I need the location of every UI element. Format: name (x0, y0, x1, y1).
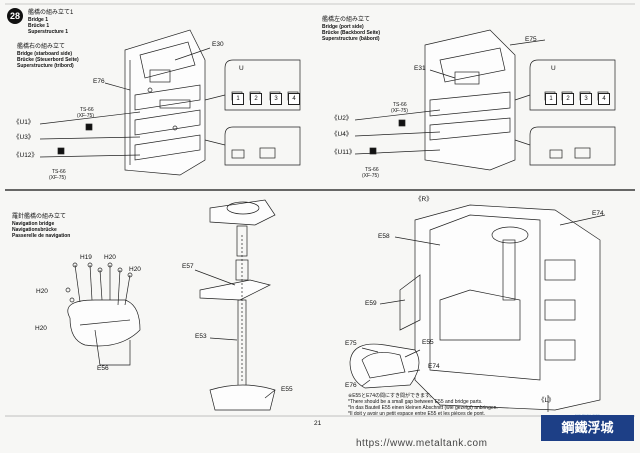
label-e55-inset: E55 (422, 339, 434, 346)
label-u-circle-b: U (551, 65, 556, 72)
label-xf75-b: (XF-75) (49, 175, 66, 181)
option-box-1b: 1 (545, 93, 557, 105)
label-l: 《L》 (538, 397, 555, 404)
label-u1: 《U1》 (13, 119, 35, 126)
nav-title-en: Navigation bridge (12, 221, 55, 227)
option-box-1a: 1 (232, 93, 244, 105)
nav-title-fr: Passerelle de navigation (12, 233, 71, 239)
port-title-jp: 艦橋左の組み立て (322, 17, 371, 23)
port-title-fr: Superstructure (bâbord) (322, 36, 380, 42)
option-box-2b: 2 (562, 93, 574, 105)
label-xf75-a: (XF-75) (77, 113, 94, 119)
label-u-circle-a: U (239, 65, 244, 72)
bridge-1-title-jp: 艦橋の組み立て1 (28, 10, 74, 16)
option-box-4a: 4 (288, 93, 300, 105)
label-h19: H19 (80, 254, 92, 261)
option-box-4b: 4 (598, 93, 610, 105)
label-e76-inset: E76 (345, 382, 357, 389)
label-e31: E31 (414, 65, 426, 72)
label-xf75-d: (XF-75) (362, 173, 379, 179)
bridge-1-title-de: Brücke 1 (28, 23, 50, 29)
note-line-jp: ※E55とE74の間にすき間ができます。 (348, 393, 435, 399)
label-h20-d: H20 (35, 325, 47, 332)
note-line-de: *In das Bauteil E55 einen kleinen Abschn… (348, 405, 498, 411)
label-u4: 《U4》 (331, 131, 353, 138)
starboard-title-jp: 艦橋右の組み立て (17, 44, 66, 50)
option-box-3a: 3 (270, 93, 282, 105)
label-e75-inset: E75 (345, 340, 357, 347)
nav-title-de: Navigationsbrücke (12, 227, 57, 233)
label-ts66-b: TS-66 (52, 169, 66, 175)
label-h20-a: H20 (104, 254, 116, 261)
mast-drawing (194, 199, 276, 411)
port-title-de: Brücke (Backbord Seite) (322, 30, 381, 36)
label-u11: 《U11》 (331, 149, 356, 156)
label-e76-top: E76 (93, 78, 105, 85)
note-line-en: *There should be a small gap between E55… (348, 399, 483, 405)
port-title-en: Bridge (port side) (322, 24, 364, 30)
label-u3: 《U3》 (13, 134, 35, 141)
option-box-2a: 2 (250, 93, 262, 105)
label-u12: 《U12》 (13, 152, 38, 159)
label-e30: E30 (212, 41, 224, 48)
label-xf75-c: (XF-75) (391, 108, 408, 114)
label-ts66-d: TS-66 (365, 167, 379, 173)
label-h20-b: H20 (129, 266, 141, 273)
site-logo: 鋼鐵浮城 (541, 415, 634, 441)
label-e75-top: E75 (525, 36, 537, 43)
label-h20-c: H20 (36, 288, 48, 295)
label-u2: 《U2》 (331, 115, 353, 122)
port-bridge-drawing (354, 29, 616, 171)
label-ts66-c: TS-66 (393, 102, 407, 108)
option-box-3b: 3 (580, 93, 592, 105)
starboard-title-de: Brücke (Steuerbord Seite) (17, 57, 79, 63)
note-line-fr: *Il doit y avoir un petit espace entre E… (348, 411, 486, 417)
bridge-1-title-en: Bridge 1 (28, 17, 49, 23)
navigation-bridge-drawing (65, 262, 141, 366)
label-e58: E58 (378, 233, 390, 240)
label-ts66-a: TS-66 (80, 107, 94, 113)
label-e53: E53 (195, 333, 207, 340)
label-e59: E59 (365, 300, 377, 307)
starboard-title-en: Bridge (starboard side) (17, 51, 73, 57)
bridge-1-title-fr: Superstructure 1 (28, 29, 69, 35)
watermark-url: https://www.metaltank.com (356, 438, 488, 449)
label-r: 《R》 (415, 196, 433, 203)
starboard-title-fr: Superstructure (tribord) (17, 63, 74, 69)
label-e57: E57 (182, 263, 194, 270)
label-e74-inset: E74 (428, 363, 440, 370)
nav-title-jp: 羅針艦橋の組み立て (12, 214, 67, 220)
label-e56: E56 (97, 365, 109, 372)
page-number: 21 (314, 420, 322, 427)
label-e74-top: E74 (592, 210, 604, 217)
step-number-badge: 28 (7, 8, 23, 24)
starboard-bridge-drawing (39, 29, 301, 176)
superstructure-drawing (349, 204, 606, 412)
label-e55-mast: E55 (281, 386, 293, 393)
